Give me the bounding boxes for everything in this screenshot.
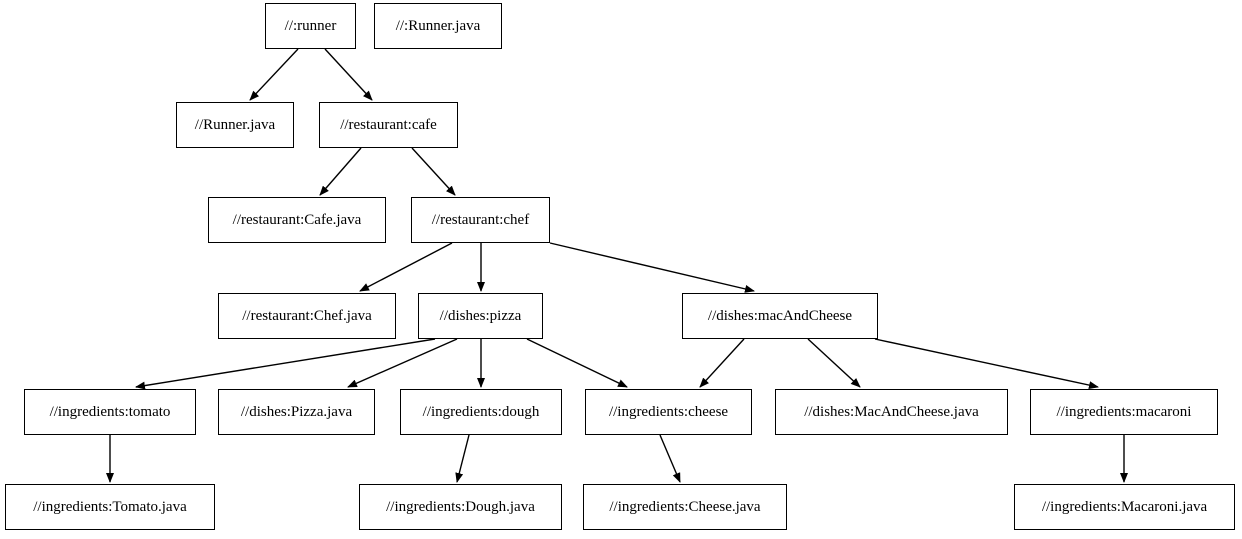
graph-node-label: //ingredients:dough — [422, 403, 540, 420]
graph-node-restaurant-cafe[interactable]: //restaurant:cafe — [319, 102, 458, 148]
graph-node-runner-java[interactable]: //Runner.java — [176, 102, 294, 148]
graph-edge-ing-cheese-to-ing-cheese-java — [659, 434, 681, 483]
graph-node-label: //:Runner.java — [395, 17, 481, 34]
graph-edge-runner-target-to-restaurant-cafe — [324, 48, 373, 101]
graph-node-label: //restaurant:Cafe.java — [232, 211, 362, 228]
graph-node-ing-tomato[interactable]: //ingredients:tomato — [24, 389, 196, 435]
graph-node-label: //:runner — [284, 17, 337, 34]
graph-node-ing-tomato-java[interactable]: //ingredients:Tomato.java — [5, 484, 215, 530]
graph-node-label: //dishes:Pizza.java — [240, 403, 353, 420]
graph-edge-dishes-mac-to-dishes-mac-java — [807, 338, 861, 388]
graph-node-ing-macaroni[interactable]: //ingredients:macaroni — [1030, 389, 1218, 435]
graph-edge-runner-target-to-runner-java — [249, 48, 299, 101]
graph-node-label: //restaurant:chef — [431, 211, 530, 228]
graph-node-label: //Runner.java — [194, 116, 276, 133]
graph-edge-restaurant-chef-to-dishes-mac — [549, 242, 755, 293]
graph-edge-restaurant-cafe-to-restaurant-chef — [411, 147, 456, 196]
graph-edge-restaurant-cafe-to-restaurant-cafe-java — [319, 147, 362, 196]
graph-node-dishes-mac-java[interactable]: //dishes:MacAndCheese.java — [775, 389, 1008, 435]
graph-node-label: //restaurant:Chef.java — [242, 307, 372, 324]
graph-node-ing-macaroni-java[interactable]: //ingredients:Macaroni.java — [1014, 484, 1235, 530]
graph-edge-dishes-mac-to-ing-cheese — [699, 338, 745, 388]
graph-node-restaurant-cafe-java[interactable]: //restaurant:Cafe.java — [208, 197, 386, 243]
graph-node-label: //dishes:macAndCheese — [707, 307, 853, 324]
graph-node-ing-dough[interactable]: //ingredients:dough — [400, 389, 562, 435]
graph-node-ing-cheese-java[interactable]: //ingredients:Cheese.java — [583, 484, 787, 530]
graph-node-label: //ingredients:macaroni — [1056, 403, 1192, 420]
graph-edge-restaurant-chef-to-restaurant-chef-java — [359, 242, 453, 292]
graph-node-ing-dough-java[interactable]: //ingredients:Dough.java — [359, 484, 562, 530]
graph-node-label: //ingredients:Dough.java — [386, 498, 535, 515]
graph-node-dishes-pizza[interactable]: //dishes:pizza — [418, 293, 543, 339]
graph-node-restaurant-chef-java[interactable]: //restaurant:Chef.java — [218, 293, 396, 339]
graph-node-restaurant-chef[interactable]: //restaurant:chef — [411, 197, 550, 243]
graph-node-ing-cheese[interactable]: //ingredients:cheese — [585, 389, 752, 435]
graph-node-label: //ingredients:cheese — [608, 403, 729, 420]
graph-node-label: //restaurant:cafe — [340, 116, 437, 133]
graph-node-label: //ingredients:Macaroni.java — [1041, 498, 1208, 515]
graph-edge-dishes-pizza-to-ing-cheese — [526, 338, 628, 388]
graph-node-label: //dishes:pizza — [439, 307, 522, 324]
graph-node-dishes-pizza-java[interactable]: //dishes:Pizza.java — [218, 389, 375, 435]
graph-node-dishes-mac[interactable]: //dishes:macAndCheese — [682, 293, 878, 339]
graph-node-runner-java-root[interactable]: //:Runner.java — [374, 3, 502, 49]
graph-node-label: //ingredients:Cheese.java — [609, 498, 761, 515]
graph-node-label: //ingredients:Tomato.java — [33, 498, 187, 515]
graph-edge-dishes-pizza-to-dishes-pizza-java — [347, 338, 458, 388]
graph-node-label: //ingredients:tomato — [49, 403, 171, 420]
graph-node-runner-target[interactable]: //:runner — [265, 3, 356, 49]
graph-edge-dishes-mac-to-ing-macaroni — [874, 338, 1099, 390]
graph-edge-ing-dough-to-ing-dough-java — [455, 434, 470, 483]
graph-edge-dishes-pizza-to-ing-tomato — [135, 338, 436, 390]
graph-node-label: //dishes:MacAndCheese.java — [804, 403, 979, 420]
